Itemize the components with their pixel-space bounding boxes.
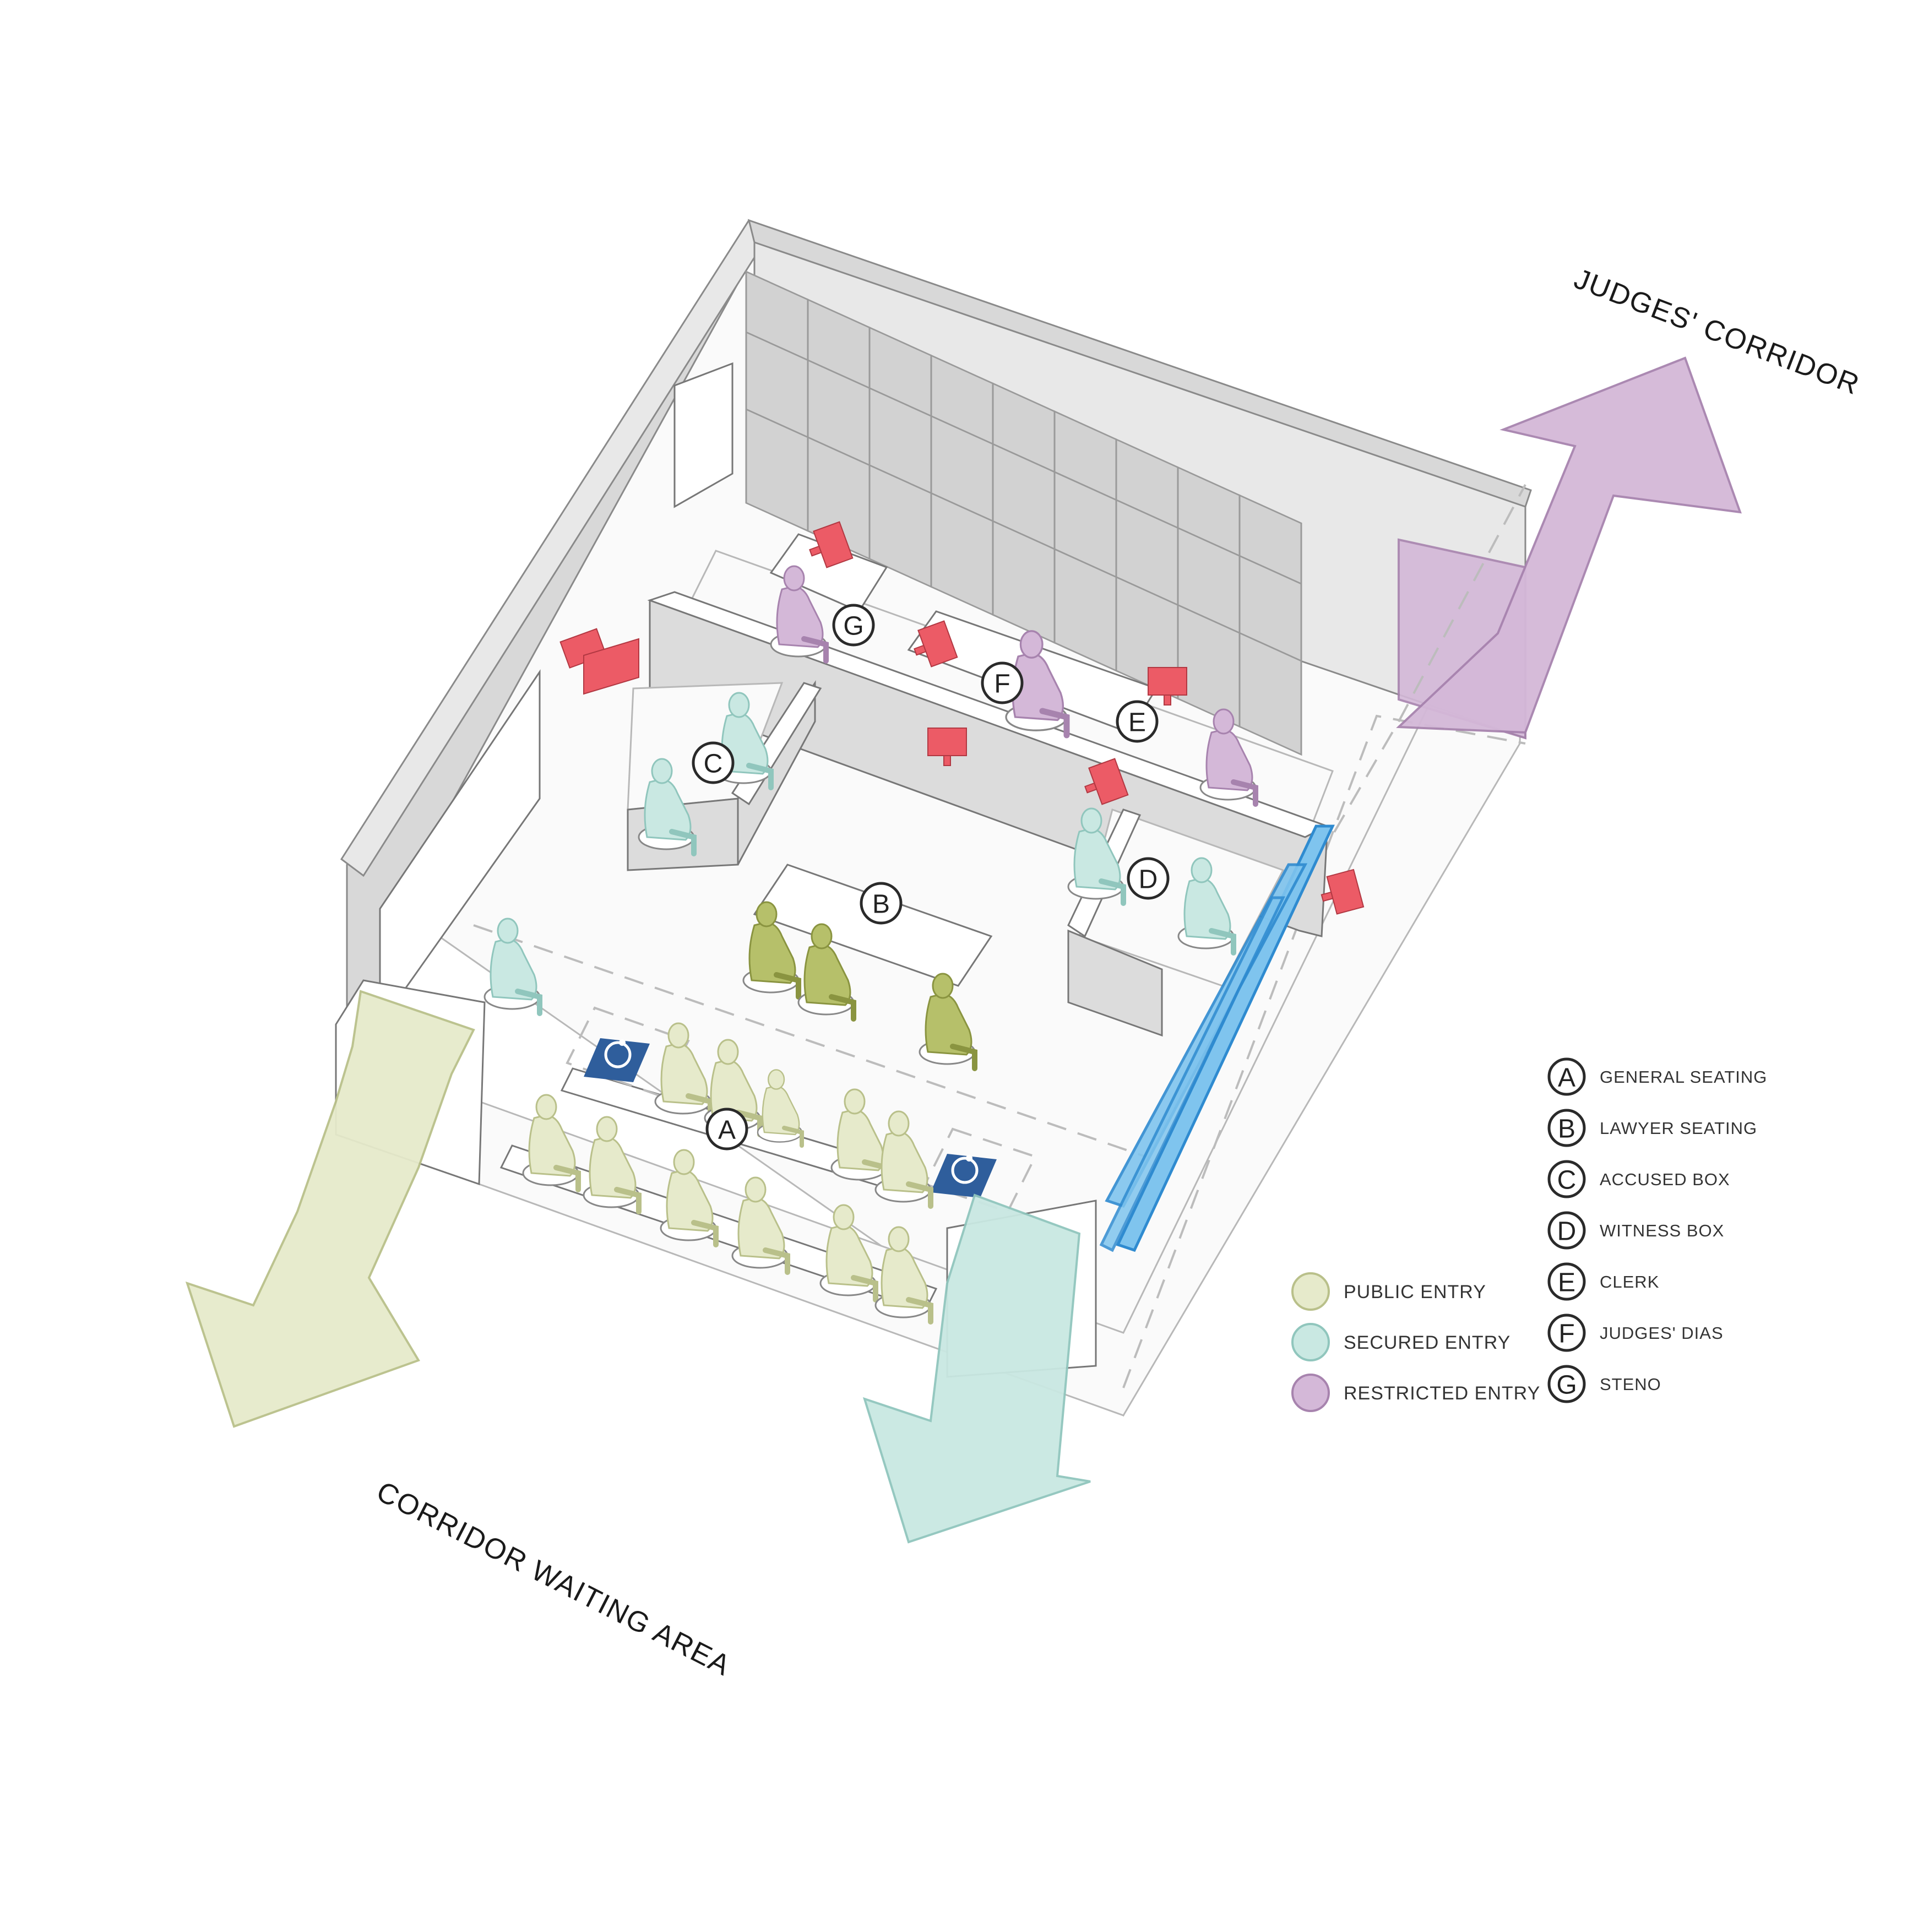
zone-marker-g: G: [832, 604, 875, 647]
monitor: [927, 728, 967, 766]
entry-legend-item: RESTRICTED ENTRY: [1291, 1374, 1540, 1412]
restricted-entry-arrow: [1396, 356, 1742, 734]
entry-arrows: [185, 356, 1742, 1544]
secured-entry-arrow: [862, 1193, 1091, 1544]
svg-text:C: C: [704, 750, 723, 779]
legend-swatch: [1291, 1323, 1330, 1361]
zone-legend-item: B LAWYER SEATING: [1547, 1109, 1757, 1147]
zone-legend-letter: B: [1558, 1115, 1575, 1144]
legend-swatch: [1291, 1374, 1330, 1412]
seated-person: [742, 901, 801, 1000]
zone-legend-item: G STENO: [1547, 1365, 1661, 1403]
monitor: [1148, 667, 1187, 705]
svg-text:A: A: [718, 1116, 736, 1145]
monitor: [809, 521, 854, 568]
zone-markers: A B C D E F G: [692, 604, 1170, 1150]
seated-person: [731, 1176, 790, 1275]
witness-box-front: [1067, 929, 1163, 1037]
zone-legend-label: STENO: [1600, 1375, 1661, 1394]
seated-person: [654, 1022, 713, 1121]
accessible-zone-2: [923, 1127, 1037, 1213]
monitor: [914, 620, 958, 667]
seated-person: [1067, 807, 1126, 906]
zone-legend-letter: A: [1558, 1063, 1575, 1093]
seated-person: [874, 1110, 933, 1209]
entry-legend-item: SECURED ENTRY: [1291, 1323, 1510, 1361]
seated-person: [1199, 708, 1258, 807]
seated-person: [757, 1069, 805, 1148]
back-wall-top: [747, 219, 1532, 508]
svg-text:D: D: [1139, 865, 1158, 894]
zone-legend-label: GENERAL SEATING: [1600, 1067, 1767, 1087]
circulation-outline-2: [1122, 714, 1526, 1388]
seated-person: [483, 918, 542, 1016]
entry-legend-label: SECURED ENTRY: [1344, 1332, 1510, 1353]
wall-screen: [583, 638, 639, 695]
zone-legend-letter: E: [1558, 1268, 1575, 1298]
zone-legend-letter: D: [1557, 1217, 1577, 1246]
seated-person: [797, 923, 856, 1022]
entry-legend-label: PUBLIC ENTRY: [1344, 1282, 1486, 1303]
monitor: [1321, 869, 1365, 915]
accessible-seat-1: [584, 1038, 650, 1082]
seated-person: [522, 1094, 581, 1192]
zone-legend-label: ACCUSED BOX: [1600, 1170, 1730, 1189]
zone-legend-letter: G: [1556, 1371, 1577, 1400]
svg-text:E: E: [1128, 708, 1146, 737]
seated-person: [874, 1226, 933, 1325]
zone-marker-c: C: [692, 741, 735, 784]
zone-legend-item: A GENERAL SEATING: [1547, 1057, 1767, 1096]
seated-person: [660, 1149, 719, 1247]
seated-person: [819, 1204, 878, 1303]
accessible-seat-2: [931, 1154, 997, 1198]
zone-legend-letter: C: [1557, 1166, 1577, 1195]
zone-legend-item: C ACCUSED BOX: [1547, 1160, 1730, 1198]
zone-legend-letter: F: [1558, 1320, 1574, 1349]
wheelchair-icon: [584, 1038, 650, 1082]
zone-legend-item: E CLERK: [1547, 1262, 1659, 1301]
lawyer-table: [753, 864, 993, 987]
legend-swatch: [1291, 1272, 1330, 1311]
window-1: [673, 362, 733, 508]
entry-legend-item: PUBLIC ENTRY: [1291, 1272, 1486, 1311]
zone-legend-item: D WITNESS BOX: [1547, 1211, 1724, 1250]
steno-desk: [769, 533, 888, 612]
zone-marker-f: F: [981, 661, 1024, 704]
seated-person: [830, 1088, 889, 1187]
monitor: [1084, 758, 1129, 805]
svg-text:F: F: [994, 670, 1010, 699]
svg-text:B: B: [872, 890, 890, 919]
entry-legend-label: RESTRICTED ENTRY: [1344, 1383, 1540, 1404]
seated-person: [770, 565, 829, 664]
zone-legend: A GENERAL SEATING B LAWYER SEATING C ACCUSED …: [1547, 1057, 1767, 1403]
seated-person: [638, 758, 697, 856]
entry-legend: PUBLIC ENTRY SECURED ENTRY RESTRICTED ENTR…: [1291, 1272, 1540, 1412]
corridor-waiting-area-label: CORRIDOR WAITING AREA: [372, 1475, 736, 1682]
seated-person: [919, 973, 977, 1071]
judges-corridor-label: JUDGES' CORRIDOR: [1570, 263, 1865, 401]
acoustic-panel: [1238, 632, 1302, 756]
zone-marker-d: D: [1127, 857, 1170, 900]
zone-marker-a: A: [705, 1108, 748, 1150]
seated-person: [1177, 857, 1236, 956]
monitors: [559, 521, 1365, 915]
svg-text:G: G: [843, 612, 863, 641]
zone-marker-b: B: [860, 882, 903, 925]
zone-legend-label: LAWYER SEATING: [1600, 1119, 1757, 1138]
railing-bottom: [1099, 896, 1285, 1252]
acoustic-panel-grid: [745, 270, 1302, 756]
zone-marker-e: E: [1116, 700, 1159, 743]
zone-legend-label: CLERK: [1600, 1272, 1659, 1291]
zone-legend-item: F JUDGES' DIAS: [1547, 1314, 1724, 1352]
public-entry-arrow: [185, 990, 475, 1428]
blue-railing: [1099, 824, 1335, 1252]
wheelchair-icon: [931, 1154, 997, 1198]
seated-person: [583, 1116, 642, 1214]
zone-legend-label: JUDGES' DIAS: [1600, 1323, 1724, 1343]
zone-legend-label: WITNESS BOX: [1600, 1221, 1724, 1240]
